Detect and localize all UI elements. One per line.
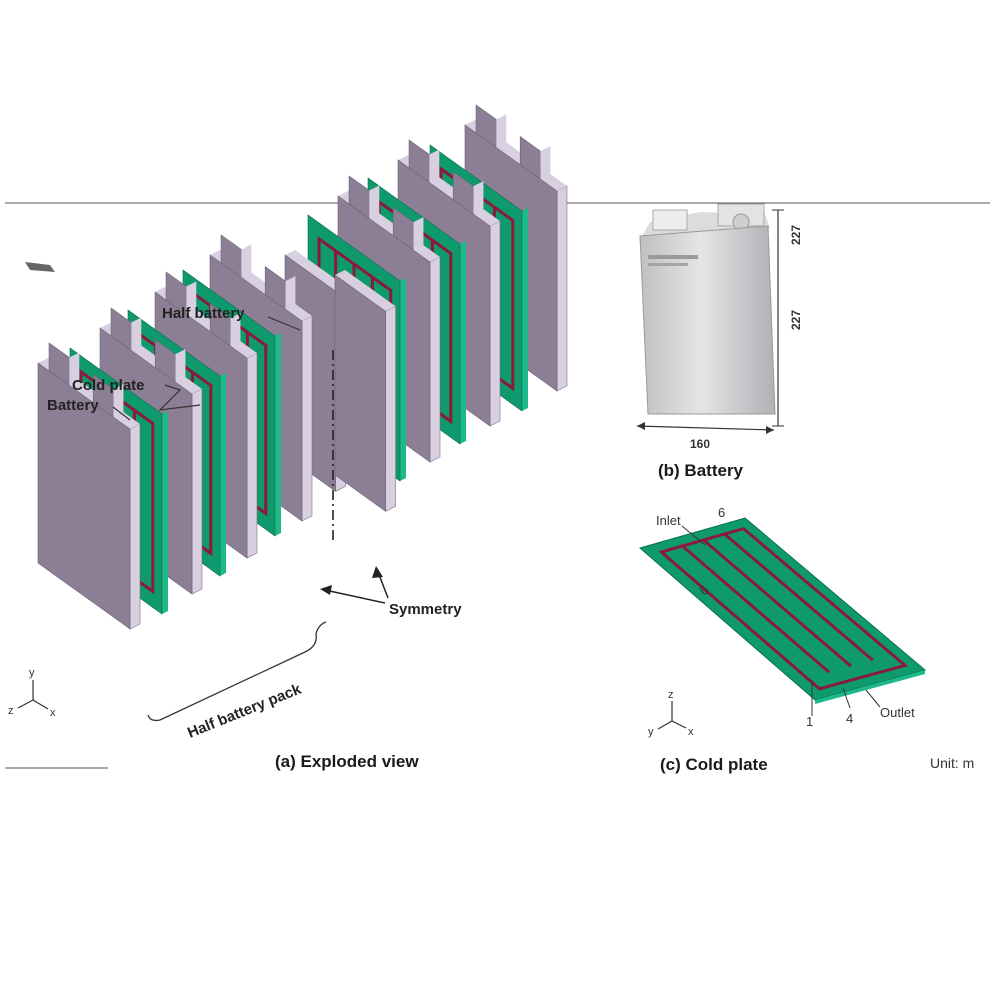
label-symmetry: Symmetry (389, 601, 462, 618)
caption-exploded-view: (a) Exploded view (275, 752, 419, 771)
battery-cell-side (246, 352, 258, 559)
battery-tab-side (175, 349, 186, 383)
label-inlet: Inlet (656, 513, 681, 528)
axis-triad-a: y x z (8, 667, 56, 719)
battery-tab-side (241, 244, 252, 278)
label-half-battery: Half battery (162, 305, 245, 322)
corner-mark (25, 262, 55, 272)
inlet-leader (681, 525, 706, 546)
caption-cold-plate: (c) Cold plate (660, 755, 768, 774)
battery-tab-side (429, 149, 440, 183)
exploded-stack (37, 104, 568, 630)
battery-tab-side (369, 185, 380, 219)
half-battery-pack-bracket (147, 621, 327, 722)
cold-plate-side (460, 241, 466, 444)
battery-cell-side (301, 315, 313, 522)
axis-c-z-label: z (668, 689, 674, 701)
dim-label-d3: 1 (806, 714, 813, 729)
battery-tab-side (285, 276, 296, 310)
battery-tab-side (69, 352, 80, 386)
battery-cell-face (37, 362, 131, 630)
cold-plate-edge (815, 670, 925, 704)
battery-cell-side (385, 305, 396, 512)
battery-tab-side (540, 146, 551, 180)
battery-dimensions (636, 209, 784, 434)
outlet-leader (865, 689, 881, 708)
cold-plate-channel-loop (658, 526, 909, 691)
battery-tab-side (230, 313, 241, 347)
label-half-battery-pack: Half battery pack (185, 680, 304, 741)
axis-triad-c: z y x (648, 689, 694, 738)
battery-cell (334, 270, 396, 512)
battery-tab-side (473, 181, 484, 215)
label-outlet: Outlet (880, 705, 915, 720)
symmetry-arrowhead-left (320, 585, 332, 595)
battery-photo (639, 203, 776, 415)
label-battery: Battery (47, 397, 99, 414)
cold-plate-side (400, 278, 406, 481)
axis-y-label: y (29, 667, 35, 679)
battery-cell-side (556, 185, 568, 392)
dim-width: 160 (690, 437, 710, 451)
battery-tab-side (186, 281, 197, 315)
battery-cell-top (335, 270, 396, 312)
dim-4-leader (842, 687, 851, 709)
battery-cell (37, 342, 141, 630)
cold-plate-side (275, 333, 281, 536)
axis-c-x-label: x (688, 726, 694, 738)
cold-plate-channel-line (681, 544, 830, 674)
battery-cell-side (191, 388, 203, 595)
axis-c-y-label: y (648, 726, 654, 738)
dim-label-d4: 4 (846, 711, 853, 726)
battery-tab-side (496, 114, 507, 148)
cold-plate-side (522, 208, 528, 411)
symmetry-arrow-left (324, 589, 386, 604)
cold-plate-leader (158, 384, 201, 411)
cold-plate-side (162, 411, 168, 614)
battery-tab-side (413, 217, 424, 251)
battery-cell-side (429, 256, 441, 463)
battery-cell-side (129, 423, 141, 630)
cold-plate-side (220, 373, 226, 576)
dim-label-d1: 6 (718, 505, 725, 520)
cold-plate-channel-line (723, 532, 874, 662)
axis-z-label: z (8, 705, 14, 717)
dim-top: 227 (789, 225, 803, 245)
unit-label: Unit: m (930, 755, 974, 771)
caption-battery: (b) Battery (658, 461, 744, 480)
label-cold-plate: Cold plate (72, 377, 145, 394)
axis-x-label: x (50, 707, 56, 719)
battery-cell-side (489, 220, 501, 427)
battery-cell-top (285, 250, 346, 292)
cold-plate-channel-line (702, 538, 852, 668)
symmetry-arrowhead-up (372, 566, 383, 578)
cold-plate-drawing (638, 517, 927, 704)
dim-side: 227 (789, 310, 803, 330)
battery-tab-side (131, 317, 142, 351)
half-battery-leader (267, 316, 301, 331)
battery-cell-face (334, 274, 386, 512)
battery-leader (112, 406, 131, 421)
